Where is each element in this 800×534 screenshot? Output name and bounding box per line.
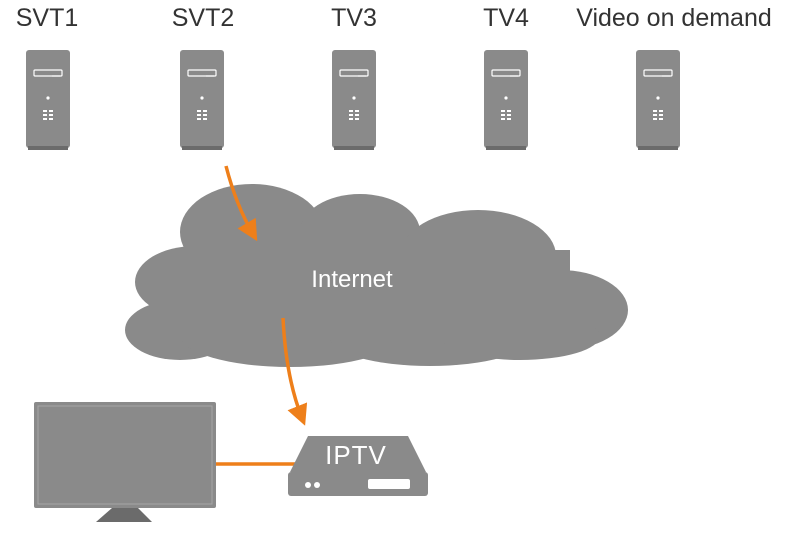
- server-icon-video-on-demand: [635, 49, 681, 151]
- server-label-video-on-demand: Video on demand: [576, 4, 772, 32]
- internet-cloud-icon: [125, 184, 628, 367]
- cloud-label: Internet: [311, 266, 393, 293]
- server-label-svt2: SVT2: [171, 4, 235, 32]
- server-label-tv3: TV3: [331, 4, 377, 32]
- iptv-box-icon: [288, 436, 428, 496]
- stream-arrow-to-cloud: [224, 165, 258, 242]
- server-icon-svt2: [179, 49, 225, 151]
- iptv-box-label: IPTV: [325, 440, 387, 470]
- server-icon-tv4: [483, 49, 529, 151]
- server-label-svt1: SVT1: [15, 4, 79, 32]
- server-icon-svt1: [25, 49, 71, 151]
- server-icon-tv3: [331, 49, 377, 151]
- stream-arrow-to-iptv: [281, 317, 308, 426]
- server-label-tv4: TV4: [483, 4, 529, 32]
- television-icon: [34, 402, 216, 522]
